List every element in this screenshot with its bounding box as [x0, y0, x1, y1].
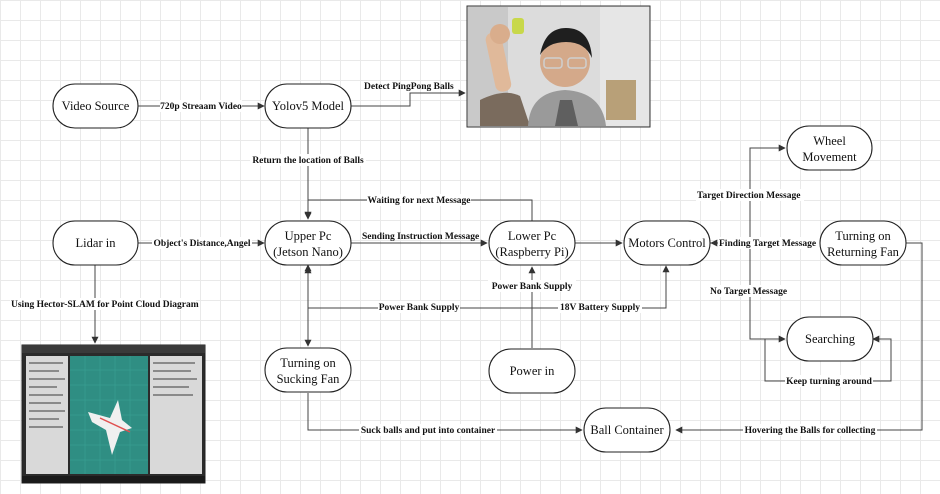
svg-text:(Raspberry Pi): (Raspberry Pi) [495, 245, 568, 259]
svg-text:Wheel: Wheel [813, 134, 846, 148]
label-power-bank-lower: Power Bank Supply [492, 282, 573, 292]
label-hector: Using Hector-SLAM for Point Cloud Diagra… [11, 300, 199, 310]
svg-text:Movement: Movement [802, 150, 857, 164]
edge-no-target [749, 243, 786, 343]
svg-text:Ball Container: Ball Container [590, 423, 664, 437]
label-distance: Object's Distance,Angel [153, 239, 250, 249]
edge-keep-turning [764, 335, 892, 382]
label-sending: Sending Instruction Message [362, 232, 479, 242]
svg-text:Turning on: Turning on [280, 356, 336, 370]
node-video-source: Video Source [52, 83, 139, 129]
node-returning-fan: Turning on Returning Fan [819, 220, 907, 266]
node-power-in: Power in [488, 348, 576, 394]
label-waiting: Waiting for next Message [368, 196, 471, 206]
node-ball-container: Ball Container [583, 407, 671, 453]
svg-text:Power in: Power in [510, 364, 556, 378]
label-finding: Finding Target Message [719, 239, 816, 249]
svg-text:(Jetson Nano): (Jetson Nano) [273, 245, 343, 259]
node-lidar: Lidar in [52, 220, 139, 266]
node-lower-pc: Lower Pc (Raspberry Pi) [488, 220, 576, 266]
svg-text:Lidar in: Lidar in [76, 236, 117, 250]
label-return-location: Return the location of Balls [252, 156, 364, 166]
node-motors-control: Motors Control [623, 220, 711, 266]
node-sucking-fan: Turning on Sucking Fan [264, 347, 352, 393]
node-wheel-movement: Wheel Movement [786, 125, 873, 171]
svg-text:Yolov5 Model: Yolov5 Model [272, 99, 345, 113]
edge-detect [351, 89, 466, 107]
svg-text:Returning Fan: Returning Fan [827, 245, 900, 259]
svg-text:Turning on: Turning on [835, 229, 891, 243]
camera-photo [466, 5, 651, 128]
slam-screenshot [21, 344, 206, 484]
edge-labels: 720p Streaam Video Detect PingPong Balls… [10, 82, 877, 436]
svg-text:Video Source: Video Source [62, 99, 130, 113]
label-no-target: No Target Message [710, 287, 787, 297]
svg-text:Upper Pc: Upper Pc [285, 229, 332, 243]
svg-text:Lower Pc: Lower Pc [508, 229, 557, 243]
label-hover: Hovering the Balls for collecting [745, 426, 876, 436]
node-upper-pc: Upper Pc (Jetson Nano) [264, 220, 352, 266]
svg-text:Searching: Searching [805, 332, 856, 346]
label-keep-turning: Keep turning around [786, 377, 873, 387]
label-target-direction: Target Direction Message [697, 191, 800, 201]
node-yolov5: Yolov5 Model [264, 83, 352, 129]
label-suck: Suck balls and put into container [361, 426, 496, 436]
label-detect: Detect PingPong Balls [364, 82, 454, 92]
svg-text:Motors Control: Motors Control [628, 236, 706, 250]
node-searching: Searching [786, 316, 874, 362]
svg-text:Sucking Fan: Sucking Fan [277, 372, 341, 386]
label-stream: 720p Streaam Video [160, 102, 242, 112]
label-battery: 18V Battery Supply [560, 303, 640, 313]
label-power-bank-upper: Power Bank Supply [379, 303, 460, 313]
